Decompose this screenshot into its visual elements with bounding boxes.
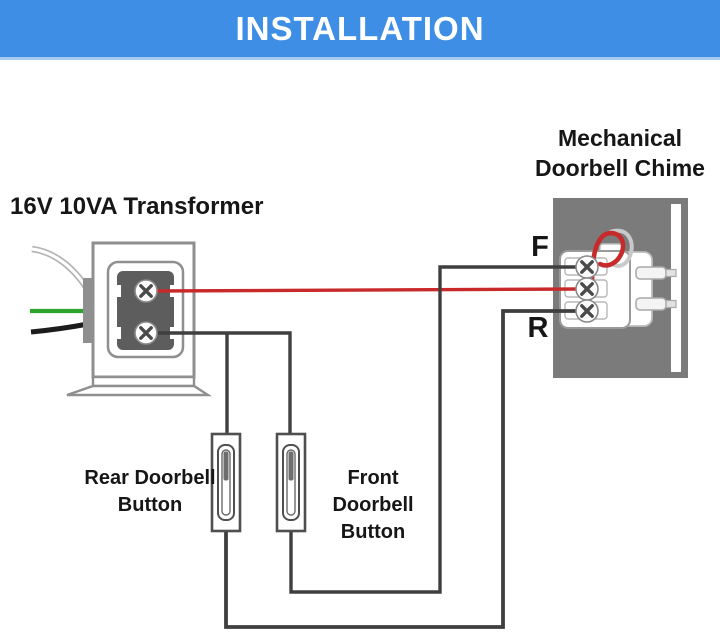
wire-front-button-to-f-terminal (289, 265, 583, 594)
chime-title-line2: Doorbell Chime (535, 155, 705, 181)
chime-tone-bar (671, 204, 681, 372)
terminal-label-front: F (531, 231, 549, 263)
transformer-title: 16V 10VA Transformer (10, 193, 264, 220)
plate-notch (113, 285, 121, 297)
chime-title-line1: Mechanical (558, 125, 682, 151)
screw-icon (574, 298, 600, 324)
supply-wire-white-core (31, 247, 90, 291)
chime-plunger-rear-tip (665, 299, 677, 309)
wire-transformer-to-buttons (151, 331, 292, 434)
rear-doorbell-button-graphic (210, 432, 242, 533)
front-label-line2: Button (340, 521, 406, 543)
chime-internal-wire-gray (609, 228, 634, 268)
chime-title: Mechanical Doorbell Chime (500, 123, 720, 183)
page-title: INSTALLATION (235, 9, 485, 47)
screw-icon (574, 254, 600, 280)
screw-icon (133, 278, 159, 304)
circuit-wires (150, 265, 584, 629)
screw-icon (133, 320, 159, 346)
front-doorbell-button-graphic (275, 432, 307, 533)
chime-plunger-front-tip (665, 268, 677, 278)
supply-wire-white (31, 245, 91, 292)
rear-label-line1: Rear Doorbell (84, 467, 216, 489)
chime-plunger-rear (635, 297, 667, 311)
rear-label-line2: Button (117, 494, 183, 516)
screw-icon (574, 276, 600, 302)
wire-rear-button-to-r-terminal (224, 309, 583, 629)
header-banner: INSTALLATION (0, 0, 720, 60)
chime-internal-wire-red (589, 230, 626, 289)
transformer-base-band (91, 375, 196, 388)
plate-notch (113, 327, 121, 339)
chime-plunger-front (635, 266, 667, 280)
terminal-label-rear: R (527, 312, 549, 344)
supply-wire-black (30, 321, 89, 335)
rear-doorbell-button-label: Rear Doorbell Button (84, 465, 216, 519)
wire-transformer-to-chime-red (150, 287, 584, 293)
front-doorbell-button-label: Front Doorbell Button (307, 465, 439, 546)
transformer-base-foot (66, 384, 213, 397)
front-label-line1: Front Doorbell (332, 467, 414, 516)
transformer-graphic (30, 241, 213, 397)
